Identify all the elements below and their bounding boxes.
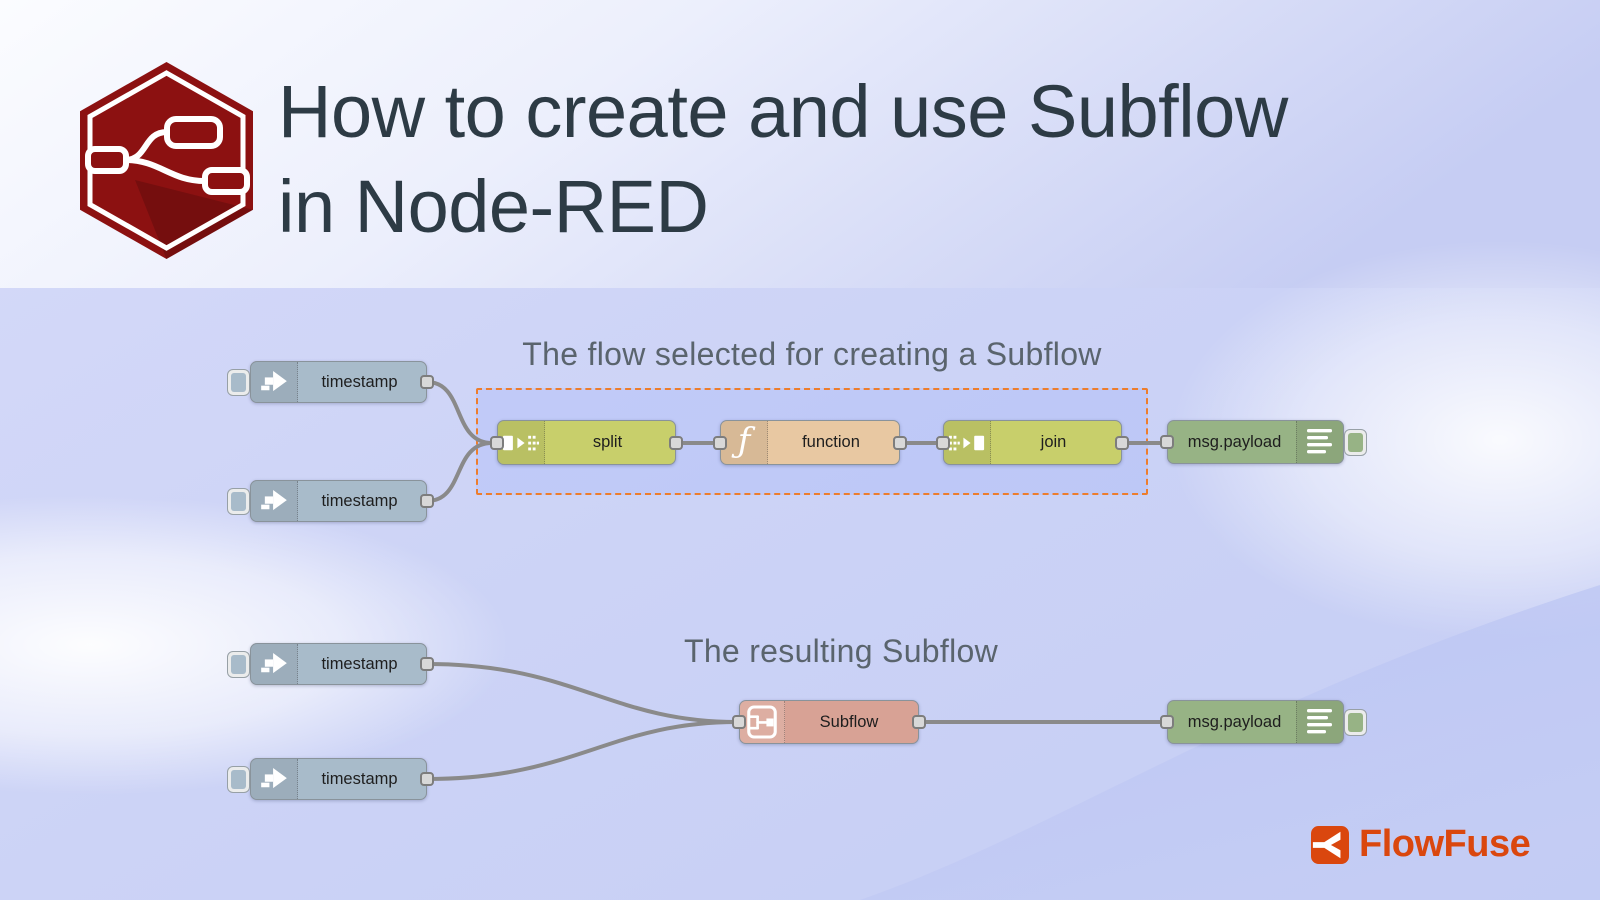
- page-title: How to create and use Subflow in Node-RE…: [278, 64, 1428, 254]
- node-label: msg.payload: [1187, 712, 1282, 731]
- output-port[interactable]: [420, 375, 434, 389]
- output-port[interactable]: [1115, 435, 1129, 450]
- wire: [425, 441, 494, 503]
- wire: [425, 662, 739, 724]
- output-port[interactable]: [420, 657, 434, 671]
- inject-button[interactable]: [227, 487, 250, 515]
- output-port[interactable]: [912, 715, 926, 729]
- input-port[interactable]: [490, 435, 504, 450]
- node-label: function: [802, 433, 860, 451]
- debug-button[interactable]: [1344, 428, 1367, 456]
- node-label: join: [1040, 433, 1067, 451]
- input-port[interactable]: [936, 435, 950, 450]
- node-label: timestamp: [321, 654, 398, 673]
- output-port[interactable]: [669, 435, 683, 450]
- subflow-box-icon: [740, 701, 785, 743]
- flowfuse-branch-icon: [1311, 825, 1349, 864]
- inject-button[interactable]: [227, 368, 250, 396]
- subflow-node[interactable]: Subflow: [732, 700, 926, 744]
- inject-arrow-icon: [251, 644, 298, 684]
- input-port[interactable]: [713, 435, 727, 450]
- title-line-2: in Node-RED: [278, 165, 709, 248]
- inject-arrow-icon: [251, 362, 298, 402]
- input-port[interactable]: [1160, 435, 1174, 449]
- debug-button[interactable]: [1344, 708, 1367, 736]
- inject-button[interactable]: [227, 650, 250, 678]
- wire: [425, 380, 494, 445]
- output-port[interactable]: [420, 494, 434, 508]
- output-port[interactable]: [420, 772, 434, 786]
- node-red-logo-icon: [80, 62, 253, 259]
- node-label: msg.payload: [1187, 432, 1282, 451]
- debug-node[interactable]: msg.payload: [1160, 420, 1367, 464]
- input-port[interactable]: [1160, 715, 1174, 729]
- title-line-1: How to create and use Subflow: [278, 70, 1288, 153]
- node-label: split: [592, 433, 623, 451]
- split-icon: [498, 421, 545, 464]
- inject-arrow-icon: [251, 481, 298, 521]
- node-label: timestamp: [321, 372, 398, 391]
- inject-node[interactable]: timestamp: [227, 361, 434, 403]
- node-label: timestamp: [321, 491, 398, 510]
- inject-node[interactable]: timestamp: [227, 480, 434, 522]
- function-node[interactable]: ƒ function: [713, 420, 907, 465]
- wire: [425, 720, 739, 781]
- inject-button[interactable]: [227, 765, 250, 793]
- debug-node[interactable]: msg.payload: [1160, 700, 1367, 744]
- flow1-caption: The flow selected for creating a Subflow: [522, 336, 1102, 372]
- node-label: Subflow: [819, 712, 879, 731]
- flowfuse-logo: FlowFuse: [1311, 823, 1531, 866]
- output-port[interactable]: [893, 435, 907, 450]
- flow2-caption: The resulting Subflow: [683, 633, 999, 669]
- flowfuse-wordmark: FlowFuse: [1359, 823, 1531, 865]
- function-f-icon: ƒ: [721, 421, 768, 464]
- join-icon: [944, 421, 991, 464]
- inject-arrow-icon: [251, 759, 298, 799]
- debug-list-icon: [1296, 421, 1343, 463]
- node-label: timestamp: [321, 769, 398, 788]
- debug-list-icon: [1296, 701, 1343, 743]
- inject-node[interactable]: timestamp: [227, 758, 434, 800]
- input-port[interactable]: [732, 715, 746, 729]
- inject-node[interactable]: timestamp: [227, 643, 434, 685]
- join-node[interactable]: join: [936, 420, 1129, 465]
- split-node[interactable]: split: [490, 420, 683, 465]
